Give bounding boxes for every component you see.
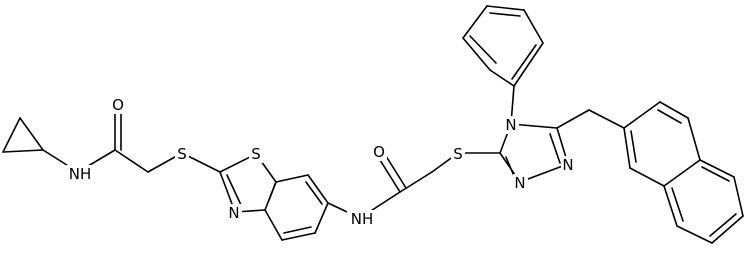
bond	[307, 174, 329, 204]
atom-n-thiazole: N	[227, 204, 242, 222]
bonds	[2, 5, 744, 244]
atom-label: N	[514, 174, 525, 192]
bond	[226, 174, 242, 206]
atom-label: S	[177, 145, 187, 163]
bond	[699, 159, 735, 178]
bond	[399, 171, 433, 193]
bond	[659, 101, 689, 119]
atom-nh-amide1: NH	[65, 165, 95, 183]
bond	[513, 42, 544, 87]
bond	[2, 117, 21, 153]
bond	[19, 117, 44, 151]
bond	[275, 174, 309, 183]
bond	[314, 202, 329, 234]
bond	[462, 5, 488, 39]
bond	[711, 215, 744, 244]
bond	[623, 127, 631, 169]
atom-label: N	[228, 204, 239, 222]
atom-s-thioether2: S	[451, 145, 465, 163]
bond	[588, 109, 625, 129]
atom-n4-triazole: N	[504, 116, 519, 134]
bond	[489, 12, 521, 17]
bond	[709, 213, 737, 237]
atom-label: S	[251, 145, 261, 163]
bond	[523, 9, 544, 44]
bond	[385, 155, 407, 189]
bond	[623, 101, 661, 129]
bond	[676, 225, 713, 244]
bond	[701, 166, 730, 182]
bond	[486, 5, 525, 11]
bond	[657, 109, 682, 124]
bond	[469, 35, 497, 64]
bond	[733, 176, 744, 217]
atom-s-thiazole: S	[249, 145, 263, 163]
atom-label: N	[562, 156, 573, 174]
bond	[556, 109, 590, 129]
atom-n2-triazole: N	[513, 174, 528, 192]
bond	[663, 159, 701, 187]
bond	[462, 37, 491, 71]
atom-nh-amide2: NH	[347, 210, 377, 228]
atom-label: S	[453, 145, 463, 163]
bond	[305, 181, 323, 205]
bond	[268, 181, 277, 201]
bond	[489, 69, 515, 87]
bond	[687, 117, 701, 161]
atom-label: NH	[351, 210, 374, 228]
bond	[629, 167, 665, 187]
bond	[283, 226, 312, 234]
bond	[264, 209, 283, 241]
atom-label: N	[505, 116, 516, 134]
atom-label: NH	[69, 165, 92, 183]
atom-o-amide1: O	[111, 96, 126, 114]
bond	[2, 149, 44, 153]
atom-label: O	[373, 143, 385, 161]
atom-n1-triazole: N	[561, 156, 576, 174]
atom-labels: O NH S S N NH O S	[65, 96, 576, 228]
atom-s-thioether1: S	[175, 145, 189, 163]
bond	[281, 232, 316, 241]
bond	[671, 187, 684, 222]
bond	[511, 44, 537, 80]
atom-o-amide2: O	[372, 143, 387, 161]
atom-label: O	[112, 96, 124, 114]
bond	[663, 185, 678, 227]
bond	[379, 159, 401, 193]
bond	[114, 149, 149, 173]
bond	[549, 133, 561, 164]
bond	[505, 156, 515, 177]
bond	[630, 130, 637, 163]
